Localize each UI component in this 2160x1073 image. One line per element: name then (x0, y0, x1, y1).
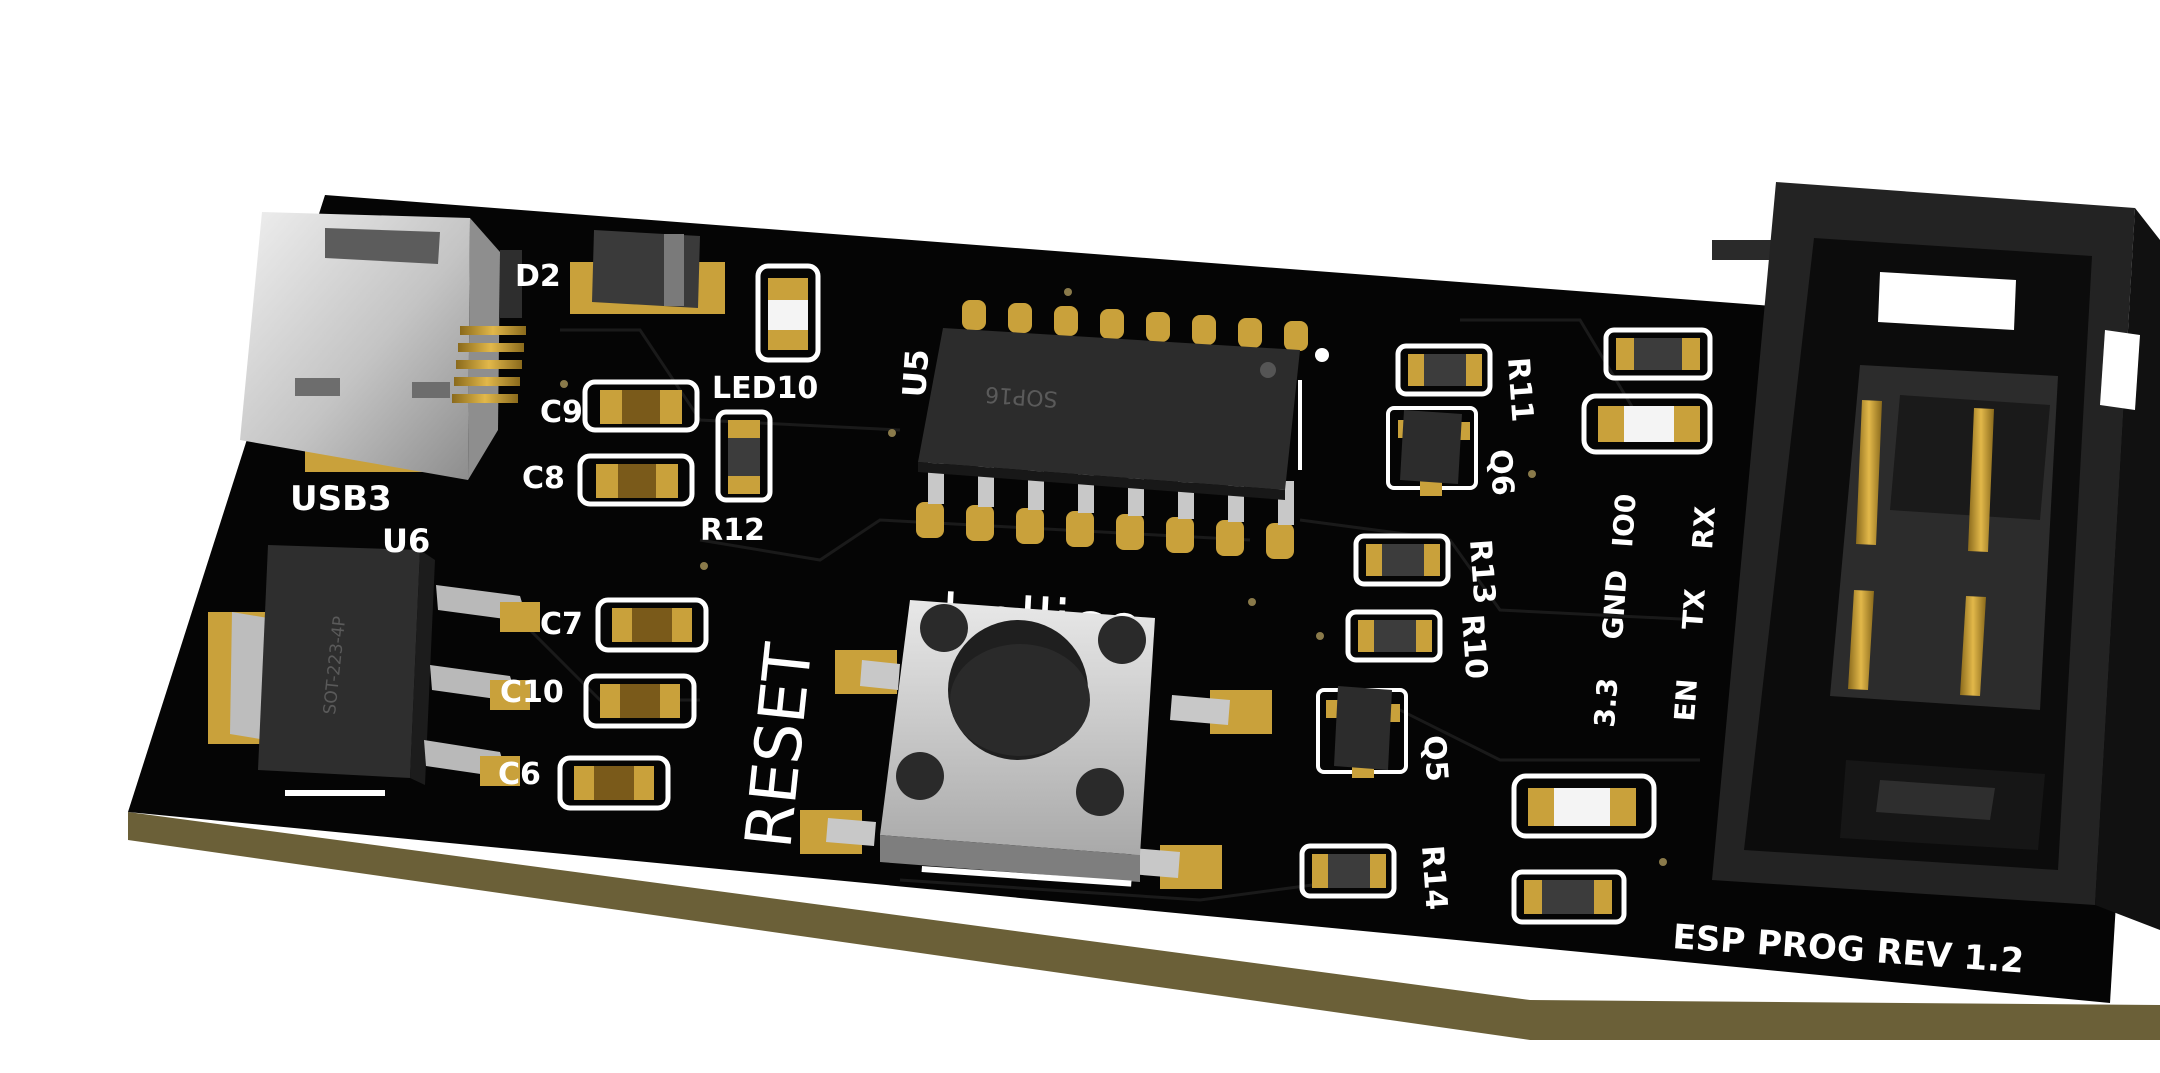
led-bottom-right (1511, 773, 1657, 839)
led-top-right (1581, 393, 1713, 455)
usb3-label: USB3 (290, 479, 392, 519)
r12-label: R12 (700, 513, 765, 548)
r11-label: R11 (1500, 356, 1539, 423)
d2-label: D2 (515, 259, 561, 294)
r14-label: R14 (1414, 844, 1453, 911)
transistor-q6 (1386, 406, 1478, 496)
en-label: EN (1668, 678, 1704, 723)
resistor-r10 (1345, 609, 1443, 663)
resistor-r13 (1353, 533, 1451, 587)
usb-connector (240, 212, 526, 480)
led10 (755, 263, 821, 363)
q6-label: Q6 (1482, 448, 1520, 497)
rx-label: RX (1686, 505, 1722, 551)
cap-c6 (557, 755, 671, 811)
cap-c9 (582, 379, 700, 433)
r10-label: R10 (1454, 613, 1493, 680)
c7-label: C7 (540, 607, 583, 642)
resistor-r11 (1395, 343, 1493, 397)
r13-label: R13 (1462, 538, 1501, 605)
gnd-label: GND (1596, 569, 1634, 641)
resistor-r14 (1299, 843, 1397, 899)
reset-button (800, 600, 1272, 889)
resistor-bottom-right (1511, 869, 1627, 925)
cap-c10 (583, 673, 697, 729)
idc-header-connector (1712, 182, 2160, 930)
v33-label: 3.3 (1588, 677, 1624, 729)
cap-c7 (595, 597, 709, 653)
diode-d2 (570, 230, 725, 314)
regulator-u6: SOT-223-4P (208, 545, 540, 796)
resistor-r12 (715, 409, 773, 503)
vias (560, 288, 1667, 866)
io0-label: IO0 (1606, 493, 1643, 549)
pcb-edge (128, 812, 2160, 1040)
ic-u5: SOP16 (916, 300, 1329, 559)
led10-label: LED10 (712, 371, 818, 406)
u5-package-text: SOP16 (984, 381, 1058, 411)
transistor-q5 (1316, 686, 1408, 778)
pin-labels: IO0 RX GND TX 3.3 EN (1588, 493, 1722, 729)
u6-label: U6 (382, 522, 430, 560)
c8-label: C8 (522, 461, 565, 496)
cap-c8 (577, 453, 695, 507)
q5-label: Q5 (1416, 734, 1454, 783)
tx-label: TX (1676, 587, 1712, 630)
c6-label: C6 (498, 757, 541, 792)
resistor-top-right (1603, 327, 1713, 381)
c10-label: C10 (500, 675, 564, 710)
u5-label: U5 (895, 348, 936, 399)
c9-label: C9 (540, 395, 583, 430)
